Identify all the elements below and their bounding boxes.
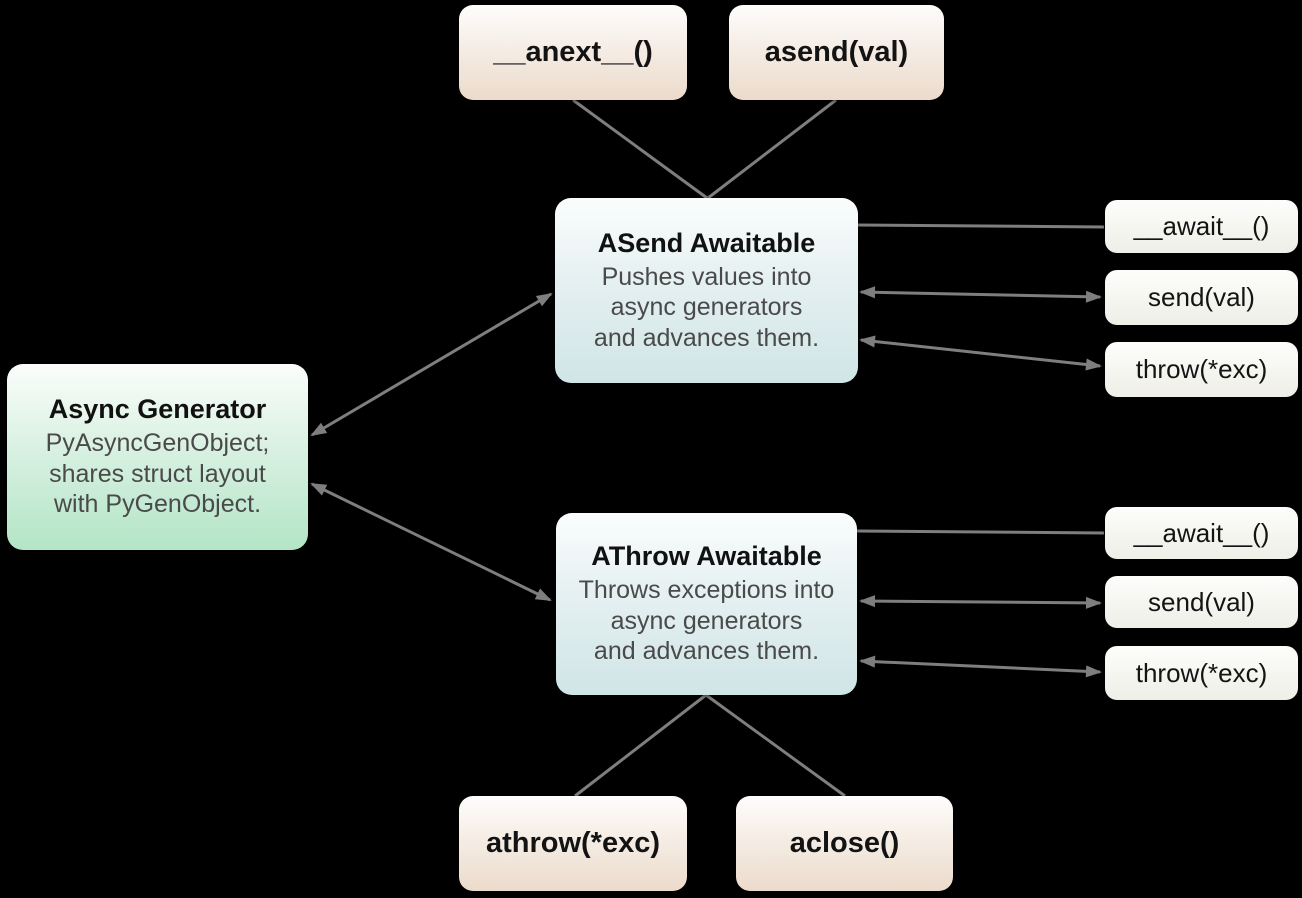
edge-asend-to-asend-awaitable [707, 98, 837, 200]
node-athrow-throw-method: throw(*exc) [1105, 646, 1298, 700]
anext-label: __anext__() [493, 36, 653, 68]
edge-asend-awaitable-to-await [857, 223, 1105, 229]
async-generator-description: PyAsyncGenObject; shares struct layout w… [46, 428, 270, 520]
edge-async-generator-to-asend-awaitable [310, 292, 553, 437]
asend-awaitable-description: Pushes values into async generators and … [594, 262, 819, 354]
async-generator-title: Async Generator [48, 394, 267, 425]
edge-asend-awaitable-to-send [859, 286, 1102, 303]
desc-line: shares struct layout [49, 459, 266, 488]
node-athrow-exc: athrow(*exc) [459, 796, 687, 891]
desc-line: with PyGenObject. [53, 490, 262, 519]
desc-line: and advances them. [593, 637, 820, 666]
athrow-exc-label: athrow(*exc) [485, 827, 661, 859]
node-athrow-await-method: __await__() [1105, 507, 1298, 559]
desc-line: Pushes values into [601, 262, 812, 291]
edge-athrow-awaitable-to-send [859, 595, 1102, 609]
node-anext: __anext__() [459, 5, 687, 100]
aclose-label: aclose() [789, 827, 900, 859]
asend-throw-label: throw(*exc) [1135, 354, 1268, 384]
edge-athrow-awaitable-to-throw [859, 655, 1102, 678]
athrow-throw-label: throw(*exc) [1135, 657, 1268, 688]
edge-athrow-awaitable-to-athrow-exc [574, 693, 707, 798]
node-asend-await-method: __await__() [1105, 200, 1298, 253]
node-asend-awaitable: ASend Awaitable Pushes values into async… [555, 198, 858, 383]
asend-awaitable-title: ASend Awaitable [597, 227, 816, 258]
node-athrow-awaitable: AThrow Awaitable Throws exceptions into … [556, 513, 857, 695]
node-asend-send-method: send(val) [1105, 270, 1298, 325]
edge-async-generator-to-athrow-awaitable [310, 482, 552, 602]
node-async-generator: Async Generator PyAsyncGenObject; shares… [7, 364, 308, 550]
athrow-send-label: send(val) [1148, 586, 1255, 617]
desc-line: async generators [610, 293, 803, 322]
desc-line: async generators [610, 606, 803, 635]
edge-athrow-awaitable-to-aclose [705, 693, 846, 798]
athrow-await-label: __await__() [1133, 517, 1270, 548]
athrow-awaitable-description: Throws exceptions into async generators … [579, 575, 835, 667]
asend-send-label: send(val) [1148, 282, 1255, 312]
athrow-awaitable-title: AThrow Awaitable [591, 541, 822, 572]
edge-athrow-awaitable-to-await [856, 529, 1105, 535]
node-asend: asend(val) [729, 5, 944, 100]
node-asend-throw-method: throw(*exc) [1105, 342, 1298, 397]
asend-await-label: __await__() [1133, 211, 1270, 241]
desc-line: and advances them. [593, 323, 820, 352]
node-athrow-send-method: send(val) [1105, 576, 1298, 628]
edge-anext-to-asend-awaitable [572, 98, 708, 200]
asend-label: asend(val) [764, 36, 909, 68]
node-aclose: aclose() [736, 796, 953, 891]
desc-line: PyAsyncGenObject; [45, 429, 270, 458]
edge-asend-awaitable-to-throw [859, 335, 1102, 371]
desc-line: Throws exceptions into [578, 576, 835, 605]
